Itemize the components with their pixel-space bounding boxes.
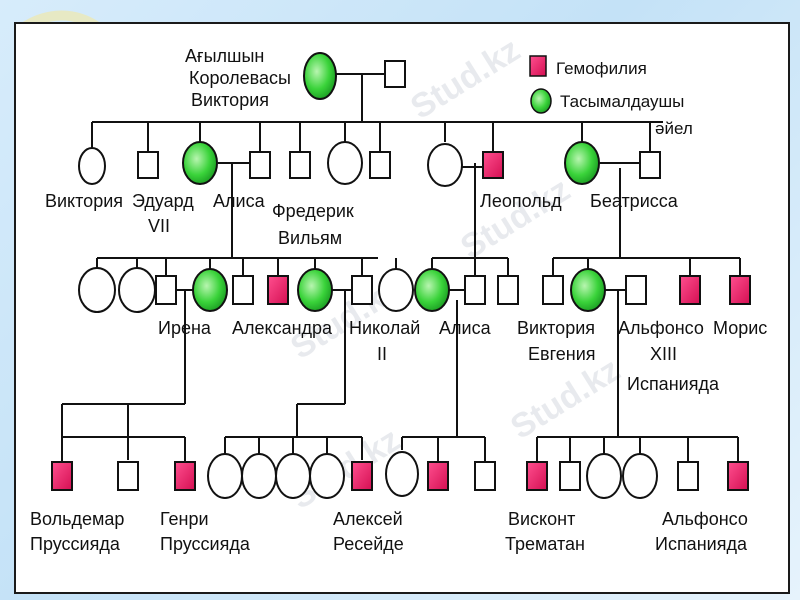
male-symbol [351, 275, 373, 305]
label-henry-1: Генри [160, 509, 209, 529]
affected-male-symbol [51, 461, 73, 491]
male-symbol [232, 275, 254, 305]
label-alfonso13-3: Испанияда [627, 374, 720, 394]
male-symbol [559, 461, 581, 491]
female-symbol [78, 267, 116, 313]
affected-male-symbol [482, 151, 504, 179]
male-symbol [289, 151, 311, 179]
label-alfonso-spain-1: Альфонсо [662, 509, 748, 529]
pedigree-lines [61, 73, 741, 462]
affected-male-symbol [174, 461, 196, 491]
female-symbol [327, 141, 363, 185]
label-leopold: Леопольд [480, 191, 562, 211]
label-viscount-2: Трематан [505, 534, 585, 554]
female-symbol [275, 453, 311, 499]
label-alice: Алиса [213, 191, 266, 211]
female-symbol [309, 453, 345, 499]
affected-male-symbol [427, 461, 449, 491]
label-beatrice: Беатрисса [590, 191, 679, 211]
label-nicholas-1: Николай [349, 318, 420, 338]
carrier-female-symbol [414, 268, 450, 312]
label-victoria: Виктория [45, 191, 123, 211]
label-victoria-eugenie-1: Виктория [517, 318, 595, 338]
label-alfonso-spain-2: Испанияда [655, 534, 748, 554]
legend-hemophilia-label: Гемофилия [556, 59, 647, 78]
male-symbol [384, 60, 406, 88]
label-alexei-2: Ресейде [333, 534, 404, 554]
legend-carrier-label-2: әйел [655, 119, 693, 138]
label-nicholas-2: II [377, 344, 387, 364]
label-alexandra: Александра [232, 318, 333, 338]
carrier-female-symbol [182, 141, 218, 185]
legend-carrier-label-1: Тасымалдаушы [560, 92, 684, 111]
label-edward-1: Эдуард [132, 191, 194, 211]
label-frederick-2: Вильям [278, 228, 342, 248]
carrier-female-symbol [570, 268, 606, 312]
affected-male-symbol [267, 275, 289, 305]
carrier-female-symbol [192, 268, 228, 312]
label-henry-2: Пруссияда [160, 534, 251, 554]
female-symbol [378, 268, 414, 312]
label-maurice: Морис [713, 318, 767, 338]
male-symbol [137, 151, 159, 179]
watermark: Stud.kz [504, 350, 627, 446]
male-symbol [639, 151, 661, 179]
female-symbol [586, 453, 622, 499]
carrier-female-symbol [530, 88, 552, 114]
male-symbol [542, 275, 564, 305]
label-edward-2: VII [148, 216, 170, 236]
male-symbol [497, 275, 519, 305]
watermark: Stud.kz [454, 170, 577, 266]
label-waldemar-1: Вольдемар [30, 509, 124, 529]
female-symbol [118, 267, 156, 313]
watermark: Stud.kz [404, 30, 527, 126]
label-queen-victoria-2: Королевасы [189, 68, 291, 88]
affected-male-symbol [727, 461, 749, 491]
label-waldemar-2: Пруссияда [30, 534, 121, 554]
affected-male-symbol [351, 461, 373, 491]
carrier-female-symbol [564, 141, 600, 185]
affected-male-symbol [679, 275, 701, 305]
label-alfonso13-2: XIII [650, 344, 677, 364]
label-viscount-1: Висконт [508, 509, 575, 529]
female-symbol [622, 453, 658, 499]
label-queen-victoria-1: Ағылшын [185, 46, 264, 66]
label-irene: Ирена [158, 318, 212, 338]
male-symbol [117, 461, 139, 491]
label-queen-victoria-3: Виктория [191, 90, 269, 110]
label-alfonso13-1: Альфонсо [618, 318, 704, 338]
legend: Гемофилия Тасымалдаушы әйел [529, 55, 693, 138]
male-symbol [249, 151, 271, 179]
female-symbol [427, 143, 463, 187]
carrier-female-symbol [303, 52, 337, 100]
label-victoria-eugenie-2: Евгения [528, 344, 596, 364]
affected-male-symbol [729, 275, 751, 305]
female-symbol [385, 451, 419, 497]
generation-3: Ирена Александра Николай II Алиса Виктор… [78, 267, 767, 394]
female-symbol [241, 453, 277, 499]
generation-4: Вольдемар Пруссияда Генри Пруссияда Алек… [30, 451, 749, 554]
label-alice2: Алиса [439, 318, 492, 338]
generation-1: Ағылшын Королевасы Виктория [185, 46, 406, 110]
affected-male-symbol [526, 461, 548, 491]
generation-2: Виктория Эдуард VII Алиса Фредерик Вилья… [45, 141, 679, 248]
male-symbol [625, 275, 647, 305]
male-symbol [369, 151, 391, 179]
male-symbol [155, 275, 177, 305]
label-frederick-1: Фредерик [272, 201, 354, 221]
female-symbol [207, 453, 243, 499]
carrier-female-symbol [297, 268, 333, 312]
male-symbol [464, 275, 486, 305]
affected-male-symbol [529, 55, 547, 77]
female-symbol [78, 147, 106, 185]
male-symbol [474, 461, 496, 491]
male-symbol [677, 461, 699, 491]
label-alexei-1: Алексей [333, 509, 403, 529]
